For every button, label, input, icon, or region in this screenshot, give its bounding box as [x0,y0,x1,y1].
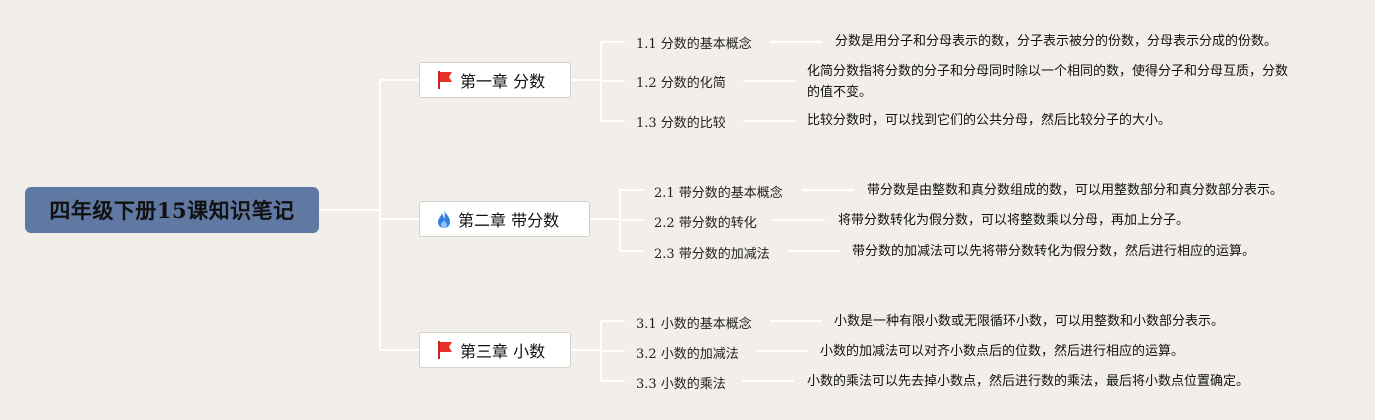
red-flag-icon [436,340,454,360]
desc-1-3: 比较分数时，可以找到它们的公共分母，然后比较分子的大小。 [807,113,1172,128]
desc-3-3: 小数的乘法可以先去掉小数点，然后进行数的乘法，最后将小数点位置确定。 [807,374,1250,389]
chapter-3-node[interactable]: 第三章 小数 [419,332,571,368]
topic-1-2[interactable]: 1.2 分数的化简 [636,76,726,91]
desc-1-2: 化简分数指将分数的分子和分母同时除以一个相同的数，使得分子和分母互质，分数的值不… [807,64,1289,100]
topic-3-1[interactable]: 3.1 小数的基本概念 [636,317,752,332]
desc-1-1: 分数是用分子和分母表示的数，分子表示被分的份数，分母表示分成的份数。 [835,34,1278,49]
fire-icon [436,209,452,229]
topic-3-3[interactable]: 3.3 小数的乘法 [636,377,726,392]
topic-2-1[interactable]: 2.1 带分数的基本概念 [654,186,783,201]
desc-2-2: 将带分数转化为假分数，可以将整数乘以分母，再加上分子。 [838,213,1190,228]
topic-1-1[interactable]: 1.1 分数的基本概念 [636,37,752,52]
chapter-2-node[interactable]: 第二章 带分数 [419,201,590,237]
desc-2-3: 带分数的加减法可以先将带分数转化为假分数，然后进行相应的运算。 [852,244,1256,259]
chapter-1-title: 第一章 分数 [460,72,546,91]
red-flag-icon [436,70,454,90]
desc-3-2: 小数的加减法可以对齐小数点后的位数，然后进行相应的运算。 [820,344,1185,359]
chapter-1-node[interactable]: 第一章 分数 [419,62,571,98]
root-topic[interactable]: 四年级下册15课知识笔记 [25,187,319,233]
topic-2-2[interactable]: 2.2 带分数的转化 [654,216,757,231]
desc-3-1: 小数是一种有限小数或无限循环小数，可以用整数和小数部分表示。 [834,314,1225,329]
topic-1-3[interactable]: 1.3 分数的比较 [636,116,726,131]
chapter-2-title: 第二章 带分数 [458,211,560,230]
topic-3-2[interactable]: 3.2 小数的加减法 [636,347,739,362]
desc-2-1: 带分数是由整数和真分数组成的数，可以用整数部分和真分数部分表示。 [867,183,1284,198]
chapter-3-title: 第三章 小数 [460,342,546,361]
topic-2-3[interactable]: 2.3 带分数的加减法 [654,247,770,262]
